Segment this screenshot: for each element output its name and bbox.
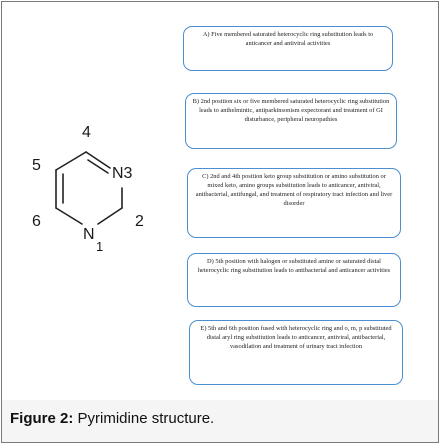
figure-caption: Figure 2: Pyrimidine structure. [10,410,214,427]
atom-label-n1: N [83,226,95,243]
atom-label-c6: 6 [32,213,41,230]
bond-n3-c4 [85,151,111,169]
sar-box-b: B) 2nd position six or five membered sat… [185,93,397,149]
bond-c6-n1 [55,207,83,225]
sar-box-e: E) 5th and 6th position fused with heter… [189,320,403,385]
bond-n1-c2 [97,207,123,225]
bond-c4-c5 [55,151,87,171]
atom-label-c5: 5 [32,157,41,174]
sar-box-a: A) Five membered saturated heterocyclic … [183,26,393,71]
pyrimidine-structure [55,151,123,225]
caption-text: Pyrimidine structure. [73,410,215,427]
atom-label-n1-index: 1 [96,239,104,254]
sar-box-d: D) 5th position with halogen or substitu… [187,253,401,307]
double-bond-c4-n3 [87,159,109,174]
atom-label-c2: 2 [135,213,144,230]
caption-label: Figure 2: [10,410,74,427]
sar-box-c: C) 2nd and 4th position keto group subst… [187,168,401,238]
atom-label-c4: 4 [82,124,91,141]
atom-label-n3: N3 [112,165,133,182]
caption-bar [2,400,438,442]
